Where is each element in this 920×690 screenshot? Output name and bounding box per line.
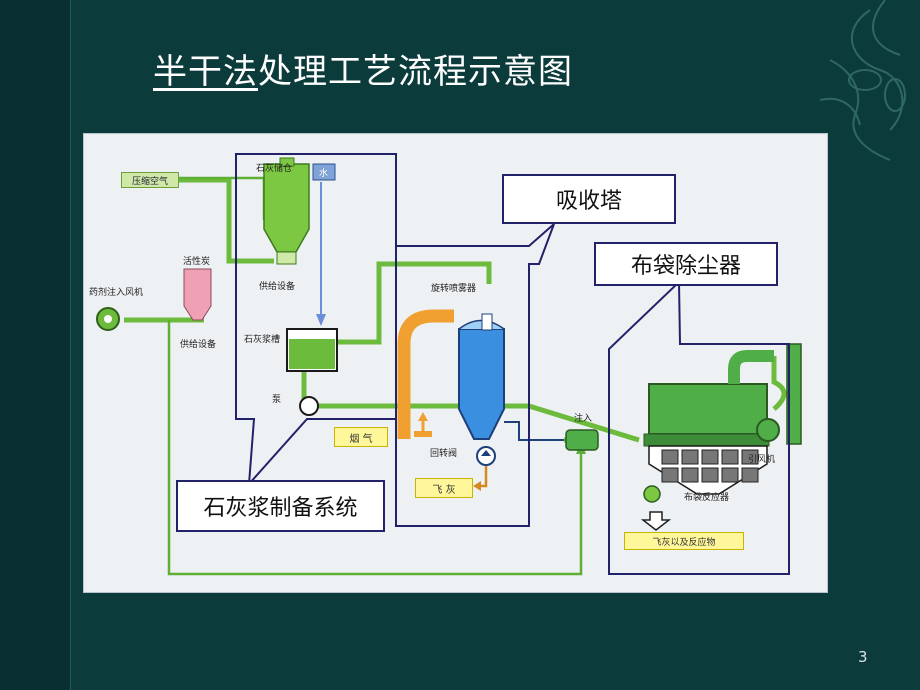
bag-reactor-label: 布袋反应器 (684, 493, 730, 503)
process-diagram-panel: 压缩空气 石灰储仓 水 供给设备 活性炭 供给设备 药剂注入风机 石灰浆槽 泵 … (83, 133, 828, 593)
divider-line (70, 0, 71, 690)
fly-ash-products-label: 飞灰以及反应物 (624, 532, 744, 550)
corner-ornament-icon (819, 0, 906, 161)
rotary-atomizer-label: 旋转喷雾器 (431, 284, 477, 294)
flue-gas-label: 烟 气 (334, 427, 388, 447)
rotary-valve-label: 回转阀 (430, 449, 458, 459)
water-label: 水 (319, 169, 329, 179)
lime-slurry-system-callout: 石灰浆制备系统 (176, 480, 385, 532)
supply-equipment-1-label: 供给设备 (259, 282, 296, 292)
lime-slurry-tank-label: 石灰浆槽 (244, 335, 281, 345)
lime-silo-label: 石灰储仓 (256, 164, 293, 174)
process-diagram-canvas (96, 153, 802, 576)
induced-fan-label: 引风机 (748, 455, 776, 465)
supply-equipment-2-label: 供给设备 (180, 340, 217, 350)
compressed-air-label: 压缩空气 (121, 172, 179, 188)
page-title: 半干法处理工艺流程示意图 (153, 52, 573, 92)
injection-label: 注入 (574, 414, 593, 424)
page-number: 3 (858, 648, 868, 666)
absorber-callout: 吸收塔 (502, 174, 676, 224)
pump-label: 泵 (272, 395, 282, 405)
left-sidebar-strip (0, 0, 70, 690)
activated-carbon-label: 活性炭 (183, 257, 211, 267)
agent-injection-fan-label: 药剂注入风机 (89, 288, 144, 298)
bag-filter-callout: 布袋除尘器 (594, 242, 778, 286)
fly-ash-label: 飞 灰 (415, 478, 473, 498)
